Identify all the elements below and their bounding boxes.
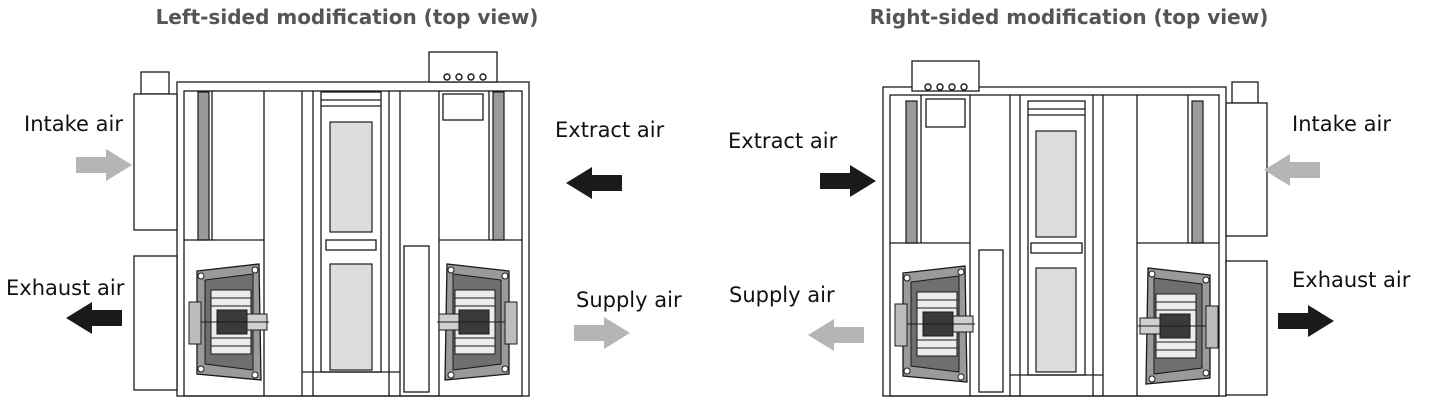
right-exhaust-arrow-icon <box>1278 305 1334 337</box>
left-intake-duct <box>133 93 178 231</box>
right-intake-label: Intake air <box>1292 112 1391 136</box>
left-intake-label: Intake air <box>24 112 123 136</box>
right-filter-2 <box>1191 100 1204 244</box>
left-exhaust-fan-icon <box>188 263 270 381</box>
left-exhaust-arrow-icon <box>66 302 122 334</box>
left-extract-label: Extract air <box>555 118 665 142</box>
left-supply-fan-icon <box>436 263 518 381</box>
right-supply-fan-icon <box>1137 267 1219 385</box>
left-supply-arrow-icon <box>574 317 630 349</box>
left-unit: Left-sided modification (top view) <box>6 5 682 397</box>
left-unit-title: Left-sided modification (top view) <box>156 5 539 29</box>
right-supply-label: Supply air <box>729 283 835 307</box>
terminal-box-icon <box>911 60 980 92</box>
right-supply-arrow-icon <box>808 319 864 351</box>
right-extract-arrow-icon <box>820 165 876 197</box>
right-unit: Right-sided modification (top view) <box>728 5 1411 397</box>
left-extract-arrow-icon <box>566 167 622 199</box>
right-unit-title: Right-sided modification (top view) <box>870 5 1269 29</box>
right-heat-exchanger <box>1027 100 1086 376</box>
left-filter-1 <box>197 91 210 241</box>
left-filter-2 <box>492 91 505 241</box>
terminal-box-icon <box>428 51 498 83</box>
right-intake-duct <box>1225 102 1268 237</box>
right-exhaust-duct <box>1225 260 1268 396</box>
right-exhaust-fan-icon <box>894 265 976 383</box>
right-filter-1 <box>905 100 918 244</box>
right-intake-arrow-icon <box>1264 154 1320 186</box>
right-exhaust-label: Exhaust air <box>1292 268 1411 292</box>
left-supply-label: Supply air <box>576 288 682 312</box>
left-heat-exchanger <box>320 91 382 373</box>
left-exhaust-label: Exhaust air <box>6 276 125 300</box>
left-intake-arrow-icon <box>76 149 132 181</box>
right-extract-label: Extract air <box>728 129 838 153</box>
left-exhaust-duct <box>133 255 178 391</box>
